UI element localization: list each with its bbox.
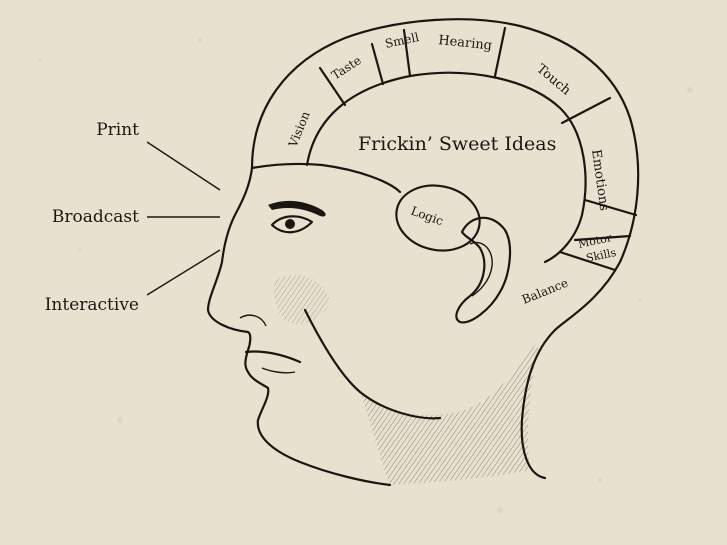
label-broadcast: Broadcast <box>52 207 139 227</box>
eyebrow <box>268 201 326 217</box>
label-taste: Taste <box>329 53 364 82</box>
label-hearing: Hearing <box>438 33 493 54</box>
pupil <box>285 219 295 229</box>
neck-shading <box>360 340 540 485</box>
brow-line <box>252 164 400 192</box>
label-center-ideas: Frickin’ Sweet Ideas <box>358 133 556 155</box>
label-print: Print <box>96 120 139 140</box>
face-profile <box>208 168 390 485</box>
label-interactive: Interactive <box>45 295 139 315</box>
mouth <box>246 351 300 362</box>
label-vision: Vision <box>285 109 312 150</box>
cheek-shading <box>274 275 330 324</box>
inner-dome <box>307 73 586 262</box>
label-logic: Logic <box>409 204 445 229</box>
lip-line <box>262 368 295 373</box>
ear <box>456 218 510 323</box>
label-balance: Balance <box>520 276 570 307</box>
pointer-lines <box>147 142 220 295</box>
nostril <box>240 315 266 326</box>
label-smell: Smell <box>384 30 421 51</box>
paper-texture <box>38 38 693 513</box>
